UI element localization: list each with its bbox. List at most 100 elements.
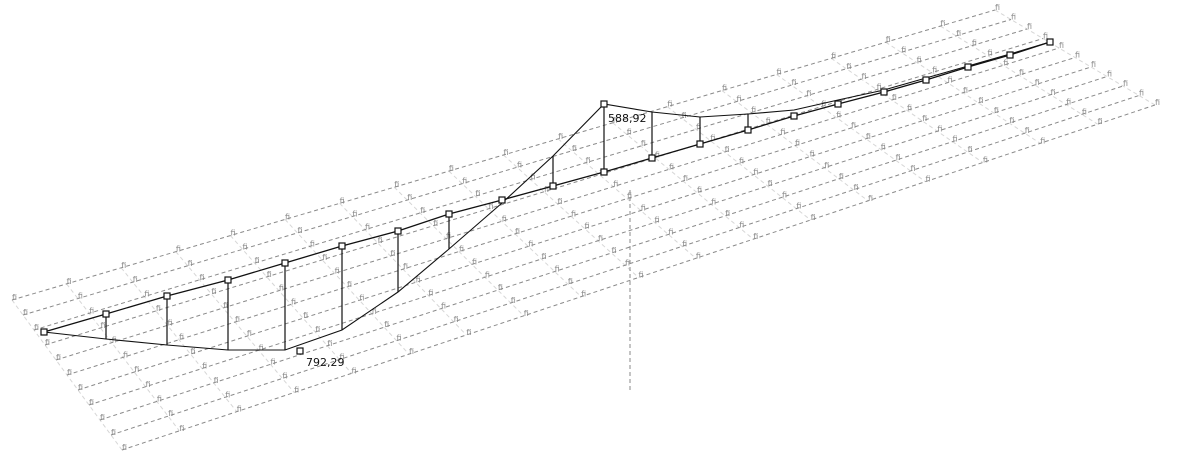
node-marker [648,154,656,162]
support-tag: fi [668,227,673,236]
support-tag: fi [1091,60,1096,69]
grid-cross-line [393,186,525,317]
grid-cross-line [11,299,123,451]
support-tag: fi [100,321,105,330]
node-marker [40,328,48,336]
support-tag: fi [1040,136,1045,145]
support-tag: fi [531,173,536,182]
support-tag: fi [428,289,433,298]
support-tag: fi [372,307,377,316]
support-tag: fi [780,128,785,137]
support-tag: fi [100,413,105,422]
support-tag: fi [407,193,412,202]
support-tag: fi [639,271,644,280]
support-tag: fi [214,376,219,385]
support-tag: fi [956,29,961,38]
support-tag: fi [230,229,235,238]
support-tag: fi [886,35,891,44]
support-tag: fi [917,55,922,64]
node-markers [40,38,1054,355]
support-tag: fi [963,86,968,95]
support-tag: fi [669,162,674,171]
support-tag: fi [157,394,162,403]
support-tag: fi [409,347,414,356]
support-tag: fi [1155,98,1160,107]
support-tag: fi [821,100,826,109]
node-marker [834,100,842,108]
support-tag: fi [397,334,402,343]
support-tag: fi [1019,68,1024,77]
support-tag: fi [877,83,882,92]
support-tag: fi [403,262,408,271]
node-marker [1006,51,1014,59]
grid-cross-line [830,57,984,163]
node-marker [296,347,304,355]
support-tag: fi [696,251,701,260]
support-tag: fi [739,156,744,165]
node-marker [744,126,752,134]
grid-line [44,38,1044,346]
support-tag: fi [390,249,395,258]
grid-cross-line [721,90,869,202]
support-tag: fi [285,212,290,221]
support-tag: fi [1082,107,1087,116]
support-tag: fi [384,320,389,329]
support-tag: fi [953,135,958,144]
support-tag: fi [667,100,672,109]
support-tag: fi [753,168,758,177]
support-tag: fi [777,67,782,76]
support-tag: fi [511,296,516,305]
node-marker [394,227,402,235]
support-tag: fi [259,343,264,352]
grid-line [22,19,1012,316]
support-tag: fi [983,156,988,165]
support-tag: fi [940,19,945,28]
support-tag: fi [571,209,576,218]
support-tag: fi [911,164,916,173]
support-tag: fi [146,380,151,389]
support-tag: fi [613,116,618,125]
support-tag: fi [988,49,993,58]
node-marker [102,310,110,318]
support-tag: fi [655,216,660,225]
node-marker [163,292,171,300]
support-tag: fi [45,338,50,347]
grid-line [55,47,1060,361]
support-tag: fi [441,302,446,311]
support-tag: fi [247,329,252,338]
support-tag: fi [279,284,284,293]
support-tag: fi [868,194,873,203]
support-tag: fi [394,180,399,189]
support-tag: fi [641,204,646,213]
support-tag: fi [200,273,205,282]
support-tag: fi [541,252,546,261]
support-tag: fi [310,239,315,248]
node-marker [600,100,608,108]
support-tag: fi [683,174,688,183]
grid-line [77,66,1092,391]
support-tag: fi [352,366,357,375]
grid-cross-line [667,106,811,221]
support-tag: fi [796,202,801,211]
support-tag: fi [753,232,758,241]
support-tag: fi [191,347,196,356]
support-tag: fi [1035,78,1040,87]
node-marker [696,140,704,148]
support-tag: fi [696,122,701,131]
support-tag: fi [932,66,937,75]
support-tag: fi [737,95,742,104]
support-tag: fi [810,150,815,159]
grid-line [11,9,996,301]
support-tag: fi [791,78,796,87]
support-tag: fi [327,339,332,348]
grid-cross-line [612,122,754,240]
support-tag: fi [365,223,370,232]
support-tag: fi [466,328,471,337]
support-tag: fi [806,89,811,98]
support-tag: fi [67,368,72,377]
grid-cross-line [557,138,697,259]
grid-cross-line [230,235,352,374]
support-tag: fi [795,139,800,148]
support-tag: fi [627,192,632,201]
